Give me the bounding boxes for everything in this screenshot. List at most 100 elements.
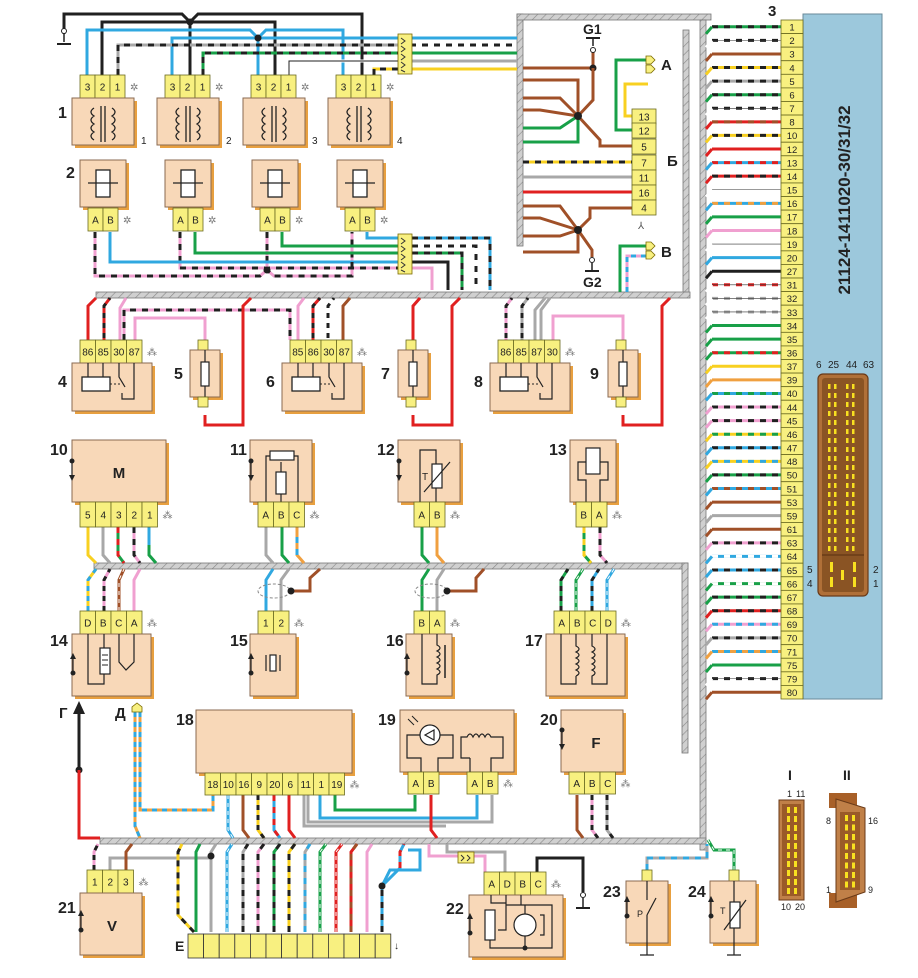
component-14-number: 14 [50, 633, 68, 650]
relay-coil-icon [499, 376, 529, 392]
connector-I-pin [787, 807, 790, 813]
ecu-connector-pin [852, 483, 855, 488]
connector-I-pin [787, 861, 790, 867]
component-16-number: 16 [386, 633, 404, 650]
connector-I-pin [787, 834, 790, 840]
fuse-number: 5 [174, 366, 183, 383]
connector-e-cell [359, 933, 376, 959]
connector-I-pin [794, 825, 797, 831]
ecu-pin-3: 3 [780, 46, 804, 62]
component-23-terminal [641, 869, 653, 882]
component-22-pin-A: A [483, 871, 500, 896]
connector-b-pin-7: 7 [631, 154, 657, 171]
ecu-connector-pin [834, 402, 837, 407]
fuse-icon [200, 361, 210, 387]
component-17-pin-A: A [553, 610, 570, 635]
component-14-pin-D: D [79, 610, 96, 635]
component-24-symbol: T [720, 906, 726, 916]
ground-22 [576, 892, 590, 909]
component-18-pin-label: 20 [269, 780, 281, 791]
connector-b-pin-16: 16 [631, 184, 657, 201]
coil-2-pin-3: 3 [164, 74, 181, 99]
component-17-pin-B: B [569, 610, 586, 635]
component-19-number: 19 [378, 712, 396, 729]
connector-b-pin-13: 13 [631, 108, 657, 125]
ecu-connector-pin [834, 546, 837, 551]
coil-2-pin-label: 1 [200, 83, 206, 94]
connector-I-pin [794, 861, 797, 867]
injector-2-lock-icon: ✲ [208, 216, 216, 227]
g1-label: G1 [583, 21, 602, 37]
connector-b-pin-label: 4 [641, 204, 647, 215]
ecu-pin-70: 70 [780, 630, 804, 646]
connector-e-cell [343, 933, 361, 959]
relay-6-pin-label: 30 [323, 348, 335, 359]
ecu-connector-pin [828, 429, 831, 434]
splice-connector-mid [397, 233, 413, 275]
ecu-connector-pin [846, 465, 849, 470]
ecu-connector-pin [846, 384, 849, 389]
ecu-connector-pin [846, 411, 849, 416]
junction-dot-e [207, 852, 215, 860]
ground-g2: G2 [583, 257, 602, 290]
component-10-pin-label: 1 [147, 511, 153, 522]
ecu-connector-pin [834, 420, 837, 425]
ecu-pin-label: 5 [789, 77, 794, 88]
ecu-pin-label: 71 [787, 647, 798, 658]
connector-b-pin-label: 11 [639, 174, 650, 185]
component-22-pin-label: C [535, 880, 542, 891]
ecu-pin-label: 45 [787, 416, 798, 427]
component-18-pin-19: 19 [328, 772, 345, 796]
coil-3-pin-label: 2 [271, 83, 277, 94]
component-18-pin-16: 16 [235, 772, 252, 796]
component-18-pin-11: 11 [297, 772, 314, 796]
component-14-pin-label: D [84, 619, 91, 630]
component-17-body [545, 633, 626, 697]
component-11-pin-label: C [293, 511, 300, 522]
ecu-pin-50: 50 [780, 467, 804, 483]
ecu-connector-pin [846, 402, 849, 407]
component-14-pin-label: B [100, 619, 107, 630]
component-1-number: 1 [58, 105, 67, 122]
component-22-pin-label: D [504, 880, 511, 891]
ecu-conn-label-5: 5 [807, 565, 813, 576]
component-18-pin-label: 6 [287, 780, 293, 791]
component-2-number: 2 [66, 165, 75, 182]
coil-1-pin-2: 2 [94, 74, 111, 99]
ecu-pin-label: 27 [787, 267, 798, 278]
ecu-pin-61: 61 [780, 522, 804, 537]
ecu-connector-pin [834, 438, 837, 443]
connector-b-pin-label: 16 [638, 189, 650, 200]
ecu-pin-label: 47 [787, 444, 798, 455]
injector-4-lock-icon: ✲ [380, 216, 388, 227]
ecu-connector-pin [846, 501, 849, 506]
ecu-pin-label: 10 [787, 131, 798, 142]
component-16-lock-icon: ⁂ [450, 619, 460, 630]
ground-junction-box [523, 50, 648, 292]
ecu-connector-power-pin [830, 577, 833, 587]
ecu-connector-pin [846, 537, 849, 542]
component-17-number: 17 [525, 633, 543, 650]
connector-b-label: Б [667, 153, 678, 170]
ecu-pin-label: 63 [787, 539, 798, 550]
ecu-pin-59: 59 [780, 508, 804, 523]
component-18-pin-label: 16 [238, 780, 250, 791]
ecu-pin-label: 12 [787, 145, 798, 156]
component-11-pin-C: C [288, 501, 305, 528]
injector-2-pin-A: A [172, 207, 189, 232]
ecu-pin-51: 51 [780, 481, 804, 496]
component-10-pin-2: 2 [126, 501, 143, 528]
component-10-number: 10 [50, 442, 68, 459]
ecu-connector-pin [828, 546, 831, 551]
ecu-3: 3 21124-1411020-30/31/32 123456781012131… [768, 3, 883, 700]
connector-e-cell [312, 933, 329, 959]
ecu-connector-pin [828, 492, 831, 497]
bottom-wires [77, 708, 736, 934]
fuse-9: 9 [590, 339, 641, 408]
component-12-pin-A: A [413, 501, 430, 528]
component-10-lock-icon: ⁂ [163, 511, 173, 522]
